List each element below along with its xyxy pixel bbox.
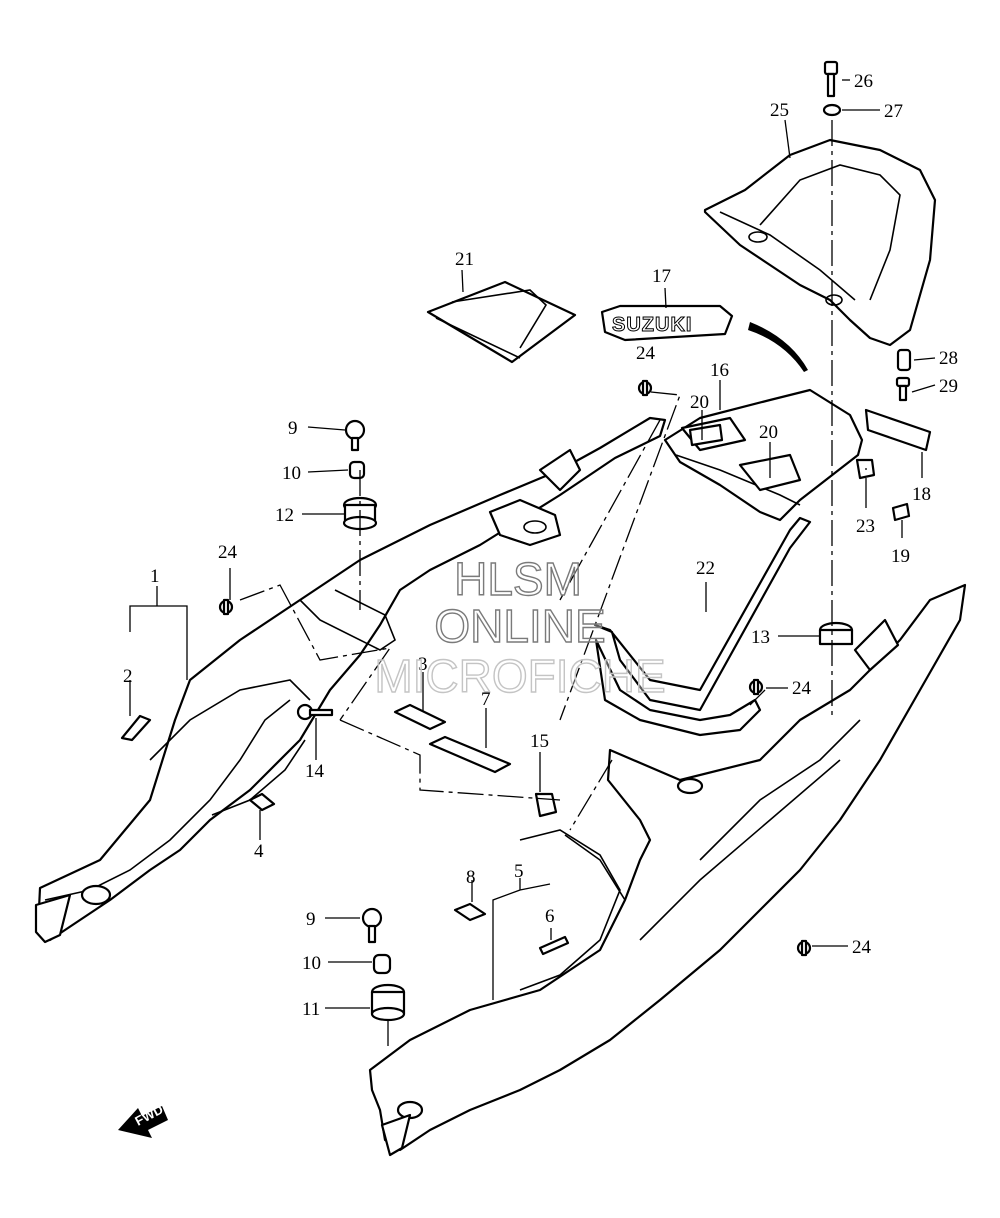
right-frame-cover bbox=[368, 583, 967, 1157]
callout-11: 11 bbox=[302, 999, 320, 1020]
callout-6: 6 bbox=[545, 906, 555, 927]
leader-lines bbox=[129, 79, 936, 1009]
callout-4: 4 bbox=[254, 841, 264, 862]
callout-numbers: 26 27 25 17 21 24 28 29 16 20 20 18 23 1… bbox=[123, 71, 958, 1020]
callout-16: 16 bbox=[710, 360, 729, 381]
callout-21: 21 bbox=[455, 249, 474, 270]
callout-14: 14 bbox=[305, 761, 325, 782]
tape-sheet bbox=[426, 280, 577, 364]
callout-22: 22 bbox=[696, 558, 715, 579]
seat-rail-rubber bbox=[593, 516, 812, 737]
callout-18: 18 bbox=[912, 484, 931, 505]
callout-1: 1 bbox=[150, 566, 160, 587]
left-frame-cover bbox=[34, 416, 667, 944]
callout-17: 17 bbox=[652, 266, 671, 287]
callout-15: 15 bbox=[530, 731, 549, 752]
callout-8: 8 bbox=[466, 867, 476, 888]
watermark: HLSM ONLINE MICROFICHE bbox=[374, 552, 667, 702]
fwd-direction-arrow: FWD bbox=[118, 1102, 168, 1138]
callout-20-b: 20 bbox=[759, 422, 778, 443]
callout-19: 19 bbox=[891, 546, 910, 567]
watermark-line-1: HLSM bbox=[454, 553, 582, 605]
callout-10-a: 10 bbox=[282, 463, 301, 484]
hardware bbox=[120, 60, 932, 1022]
suzuki-emblem: SUZUKI bbox=[600, 304, 734, 342]
callout-3: 3 bbox=[418, 654, 428, 675]
callout-5: 5 bbox=[514, 861, 524, 882]
rear-seat-rail-handle bbox=[703, 138, 937, 347]
callout-2: 2 bbox=[123, 666, 133, 687]
callout-20-a: 20 bbox=[690, 392, 709, 413]
callout-24-c: 24 bbox=[852, 937, 872, 958]
callout-7: 7 bbox=[481, 689, 491, 710]
assembly-lines bbox=[239, 120, 867, 1050]
callout-13: 13 bbox=[751, 627, 770, 648]
seat-edge-arc bbox=[748, 322, 808, 372]
callout-24-a: 24 bbox=[636, 343, 656, 364]
callout-9-a: 9 bbox=[288, 418, 298, 439]
callout-25: 25 bbox=[770, 100, 789, 121]
callout-12: 12 bbox=[275, 505, 294, 526]
watermark-line-3: MICROFICHE bbox=[374, 650, 665, 702]
callout-24-d: 24 bbox=[218, 542, 238, 563]
callout-10-b: 10 bbox=[302, 953, 321, 974]
watermark-line-2: ONLINE bbox=[434, 600, 605, 652]
callout-27: 27 bbox=[884, 101, 903, 122]
callout-9-b: 9 bbox=[306, 909, 316, 930]
callout-26: 26 bbox=[854, 71, 873, 92]
emblem-text: SUZUKI bbox=[612, 314, 692, 336]
callout-29: 29 bbox=[939, 376, 958, 397]
callout-23: 23 bbox=[856, 516, 875, 537]
callout-24-b: 24 bbox=[792, 678, 812, 699]
callout-28: 28 bbox=[939, 348, 958, 369]
